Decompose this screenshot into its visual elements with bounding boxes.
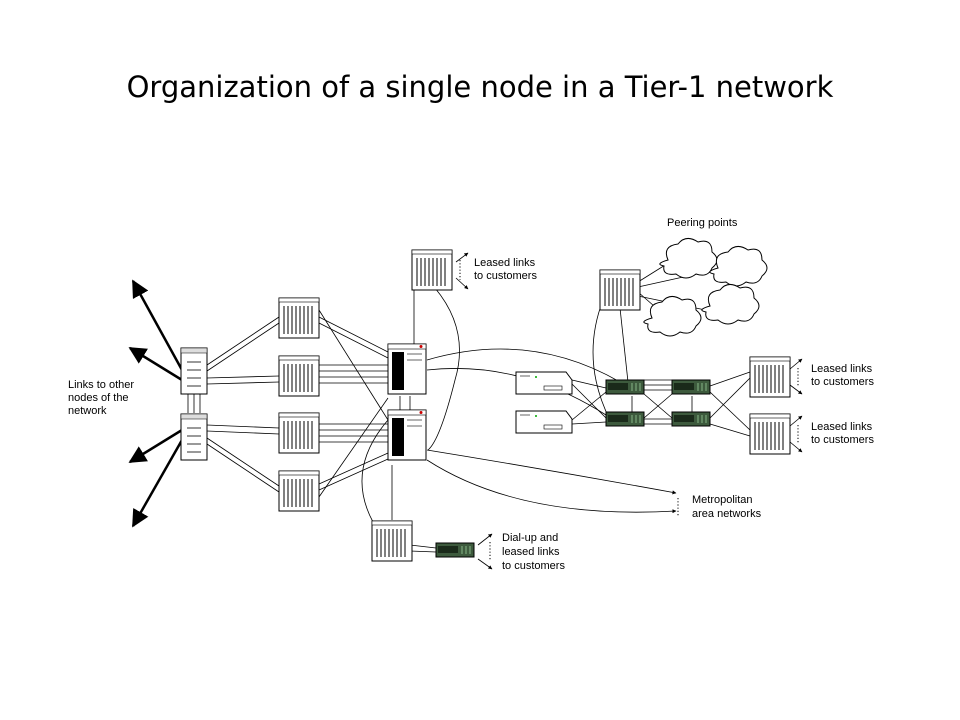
router-peering — [599, 269, 641, 311]
router-left-4 — [278, 470, 320, 512]
cloud-icon — [643, 296, 702, 337]
cloud-icon — [659, 238, 718, 279]
core-router-top — [387, 343, 427, 395]
switch-3 — [605, 411, 645, 427]
switch-dialup — [435, 542, 475, 558]
label-links-other-nodes: Links to other nodes of the network — [68, 379, 137, 417]
switch-2 — [671, 379, 711, 395]
router-top-access — [411, 249, 453, 291]
label-leased-top: Leased links to customers — [474, 257, 538, 282]
server-2 — [515, 410, 573, 434]
ellipsis-marks — [459, 260, 799, 560]
label-peering-points: Peering points — [667, 217, 738, 229]
router-bottom-access — [371, 520, 413, 562]
router-right-2 — [749, 413, 791, 455]
router-right-1 — [749, 356, 791, 398]
router-left-2 — [278, 355, 320, 397]
core-router-bottom — [387, 409, 427, 461]
switch-1 — [605, 379, 645, 395]
router-left-1 — [278, 297, 320, 339]
server-1 — [515, 371, 573, 395]
left-tower-bottom — [180, 413, 208, 461]
cloud-icon — [709, 246, 768, 287]
left-tower-top — [180, 347, 208, 395]
label-leased-right-1: Leased links to customers — [811, 363, 875, 388]
router-left-3 — [278, 412, 320, 454]
cloud-icon — [701, 284, 760, 325]
label-leased-right-2: Leased links to customers — [811, 421, 875, 446]
connection-lines — [128, 252, 803, 570]
label-dialup: Dial-up and leased links to customers — [502, 532, 565, 572]
label-metro: Metropolitan area networks — [692, 494, 762, 520]
switch-4 — [671, 411, 711, 427]
peering-clouds — [643, 238, 768, 337]
slide-title: Organization of a single node in a Tier-… — [126, 70, 834, 104]
